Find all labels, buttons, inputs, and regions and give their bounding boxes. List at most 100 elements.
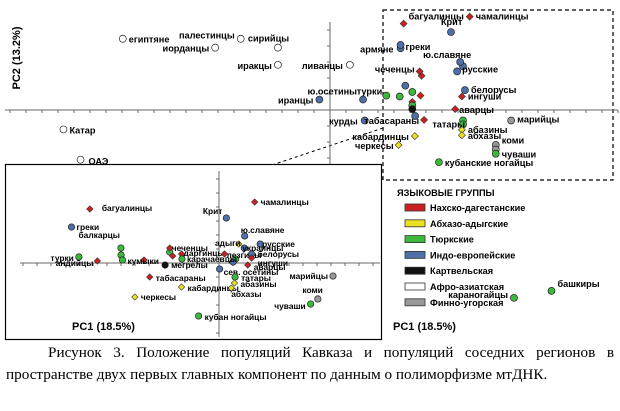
point-label-иорданцы: иорданцы (163, 44, 210, 54)
point-label-аварцы: аварцы (254, 262, 286, 272)
point-nakh (416, 91, 425, 100)
point-label-сирийцы: сирийцы (248, 34, 289, 44)
point-иорданцы (211, 43, 220, 52)
point-label-мегрелы: мегрелы (171, 260, 208, 270)
point-label-татары: татары (241, 273, 271, 283)
point-label-катар: Катар (69, 125, 95, 135)
point-label-аварцы: аварцы (459, 105, 494, 115)
point-крит (222, 214, 230, 222)
pc1-axis-label: PC1 (18.5%) (72, 321, 135, 333)
point-аварцы (244, 261, 252, 269)
point-белорусы (461, 86, 469, 94)
point-иракцы (274, 60, 282, 69)
point-марийцы (329, 272, 337, 280)
point-label-русские: русские (262, 239, 295, 249)
point-label-ливанцы: ливанцы (302, 61, 343, 71)
point-label-ингуши: ингуши (258, 258, 288, 268)
point-курды (360, 116, 369, 125)
point-ie (401, 81, 410, 90)
point-коми (314, 295, 322, 303)
point-татары (231, 273, 239, 281)
point-label-табасараны: табасараны (156, 273, 206, 283)
point-ингуши (457, 92, 466, 101)
point-лезгины (220, 250, 229, 258)
point-label-оаэ: ОАЭ (89, 157, 109, 167)
point-черкесы (131, 293, 139, 301)
point-label-белорусы: белорусы (258, 249, 299, 259)
point-ie (411, 112, 419, 120)
point-label-черкесы: черкесы (355, 141, 394, 151)
point-чеченцы (415, 67, 424, 76)
point-label-балкарцы: балкарцы (79, 230, 120, 240)
point-nakh (140, 256, 148, 264)
point-чамалинцы (465, 12, 474, 21)
point-абхазы (457, 131, 466, 140)
point-label-ингуши: ингуши (468, 92, 502, 102)
point-крит (447, 28, 455, 36)
point-ю-славяне (456, 58, 465, 66)
point-label-чуваши: чуваши (502, 150, 537, 160)
point-башкиры (547, 287, 556, 295)
point-label-кумыки: кумыки (127, 256, 158, 266)
pc1-axis-label: PC1 (18.5%) (393, 321, 456, 333)
point-ингуши (247, 254, 256, 262)
pc2-axis-label: PC2 (13.2%) (11, 26, 23, 89)
point-label-крит: Крит (203, 206, 222, 216)
point-турки (382, 91, 391, 100)
point-мегрелы (408, 105, 417, 113)
point-label-иракцы: иракцы (237, 61, 272, 71)
point-абазины (230, 279, 239, 287)
point-label-украинцы: украинцы (242, 243, 283, 253)
legend-swatch-kart (404, 266, 426, 275)
legend-label-afro: Афро-азиатская (430, 282, 504, 292)
point-turk (395, 92, 404, 101)
point-label-абазины: абазины (240, 279, 276, 289)
point-label-египтяне: египтяне (129, 35, 170, 45)
point-label-чеченцы: чеченцы (375, 64, 415, 74)
legend-swatch-abkh (404, 219, 426, 228)
point-label-черкесы: черкесы (141, 292, 176, 302)
point-кабардинцы (410, 132, 419, 141)
point-label-андийцы: андийцы (56, 258, 94, 268)
point-мегрелы (161, 261, 169, 269)
point-катар (59, 125, 68, 134)
point-label-ю-осетины: ю.осетины (308, 87, 358, 97)
point-label-абхазы: абхазы (231, 289, 261, 299)
point-label-чамалинцы: чамалинцы (261, 197, 309, 207)
point-label-греки: греки (77, 222, 100, 232)
point-label-багуалинцы: багуалинцы (409, 12, 464, 22)
point-nakh (169, 252, 177, 260)
point-label-кубан-ногайцы: кубан ногайцы (205, 312, 267, 322)
legend-label-turk: Тюркские (430, 235, 474, 245)
point-карачаевцы (178, 255, 186, 263)
point-египтяне (118, 34, 127, 43)
point-русские (453, 67, 461, 76)
legend-label-fu: Финно-угорская (430, 298, 503, 308)
point-балкарцы (117, 244, 125, 252)
point-украинцы (240, 244, 248, 252)
point-label-караногайцы: караногайцы (448, 290, 508, 300)
point-ie (229, 258, 237, 266)
point-ю-осетины (359, 95, 367, 104)
point-марийцы (507, 116, 516, 125)
point-абхазы (227, 284, 235, 292)
point-label-ю-славяне: ю.славяне (423, 50, 471, 60)
point-label-русские: русские (462, 64, 498, 74)
point-label-башкиры: башкиры (557, 279, 599, 289)
legend-swatch-fu (404, 298, 426, 307)
zoom-frame (4, 163, 383, 341)
point-аварцы (451, 105, 460, 114)
point-label-абхазы: абхазы (468, 131, 501, 141)
point-label-лезгины: лезгины (227, 250, 262, 260)
point-греки (396, 41, 405, 49)
point-label-марийцы: марийцы (517, 115, 559, 125)
point-label-сев-осетины: сев. осетины (224, 267, 279, 277)
point-turk (408, 88, 417, 96)
point-русские (256, 240, 264, 248)
point-label-кубанские-ногайцы: кубанские ногайцы (445, 158, 533, 168)
legend-title: ЯЗЫКОВЫЕ ГРУППЫ (397, 188, 495, 198)
point-label-армяне: армяне (360, 44, 393, 54)
point-багуалинцы (399, 19, 408, 28)
point-label-чамалинцы: чамалинцы (476, 12, 529, 22)
